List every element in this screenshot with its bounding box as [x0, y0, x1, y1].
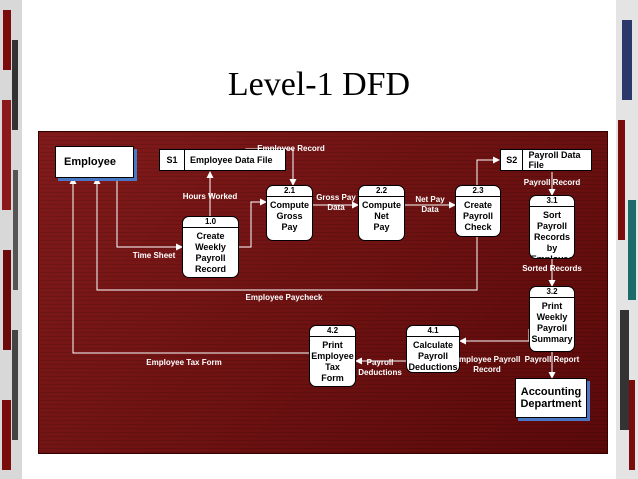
entity-accounting-text: Accounting Department: [520, 386, 582, 410]
flow-line-employee-tax-form: [69, 177, 309, 354]
process-4-2: 4.2 Print Employee Tax Form: [309, 325, 356, 387]
process-2-1-id: 2.1: [267, 186, 312, 197]
process-2-3-id: 2.3: [456, 186, 500, 197]
process-2-1: 2.1 Compute Gross Pay: [266, 185, 313, 241]
left-decorative-strip: [0, 0, 22, 479]
flow-line-2-3-to-s2: [476, 156, 500, 185]
flow-label-payroll-report: Payroll Report: [524, 355, 580, 364]
flow-line-1-0-to-2-1: [239, 198, 267, 248]
flow-label-employee-record: Employee Record: [257, 144, 325, 153]
process-2-3-text: Create Payroll Check: [462, 200, 493, 232]
process-4-1-text: Calculate Payroll Deductions: [408, 340, 458, 372]
process-3-2: 3.2 Print Weekly Payroll Summary: [529, 286, 575, 352]
page-title: Level-1 DFD: [227, 66, 411, 103]
flow-label-net-pay-data: Net Pay Data: [415, 195, 445, 214]
entity-employee-label: Employee: [64, 156, 116, 168]
process-3-1-text: Sort Payroll Records by Employee: [530, 210, 574, 259]
entity-accounting-department: Accounting Department: [515, 378, 587, 418]
process-2-3: 2.3 Create Payroll Check: [455, 185, 501, 237]
process-3-2-id: 3.2: [530, 287, 574, 298]
data-store-s1-id: S1: [160, 150, 185, 170]
data-store-s2-id: S2: [501, 150, 524, 170]
flow-line-employee-paycheck: [93, 177, 478, 291]
process-4-2-text: Print Employee Tax Form: [311, 340, 354, 383]
flow-label-time-sheet: Time Sheet: [132, 251, 176, 260]
process-4-1-id: 4.1: [407, 326, 459, 337]
process-4-1: 4.1 Calculate Payroll Deductions: [406, 325, 460, 373]
process-2-1-text: Compute Gross Pay: [270, 200, 309, 232]
flow-label-hours-worked: Hours Worked: [182, 192, 238, 201]
flow-label-payroll-deductions: Payroll Deductions: [358, 358, 402, 377]
flow-label-gross-pay-data: Gross Pay Data: [316, 193, 356, 212]
process-2-2-id: 2.2: [359, 186, 404, 197]
flow-line-time-sheet: [116, 178, 183, 251]
process-1-0-id: 1.0: [183, 217, 238, 228]
process-1-0-text: Create Weekly Payroll Record: [194, 231, 226, 274]
flow-label-employee-payroll-record: Employee Payroll Record: [453, 355, 521, 374]
flow-label-employee-paycheck: Employee Paycheck: [245, 293, 323, 302]
data-store-s2: S2 Payroll Data File: [500, 149, 592, 171]
diagram-panel: Employee Accounting Department S1 Employ…: [38, 131, 608, 454]
flow-label-sorted-records: Sorted Records: [522, 264, 582, 273]
right-decorative-strip: [616, 0, 638, 479]
process-4-2-id: 4.2: [310, 326, 355, 337]
process-3-1-id: 3.1: [530, 196, 574, 207]
flow-label-payroll-record: Payroll Record: [523, 178, 581, 187]
process-1-0: 1.0 Create Weekly Payroll Record: [182, 216, 239, 278]
entity-employee: Employee: [55, 146, 134, 178]
data-store-s2-name: Payroll Data File: [528, 150, 581, 170]
flow-line-employee-payroll-record: [459, 329, 530, 345]
process-3-1: 3.1 Sort Payroll Records by Employee: [529, 195, 575, 259]
flow-label-employee-tax-form: Employee Tax Form: [146, 358, 222, 367]
data-store-s1-name: Employee Data File: [190, 155, 273, 165]
process-3-2-text: Print Weekly Payroll Summary: [531, 301, 573, 344]
process-2-2-text: Compute Net Pay: [362, 200, 401, 232]
entity-accounting-label: Accounting Department: [516, 379, 586, 417]
data-store-s1: S1 Employee Data File: [159, 149, 286, 171]
process-2-2: 2.2 Compute Net Pay: [358, 185, 405, 241]
